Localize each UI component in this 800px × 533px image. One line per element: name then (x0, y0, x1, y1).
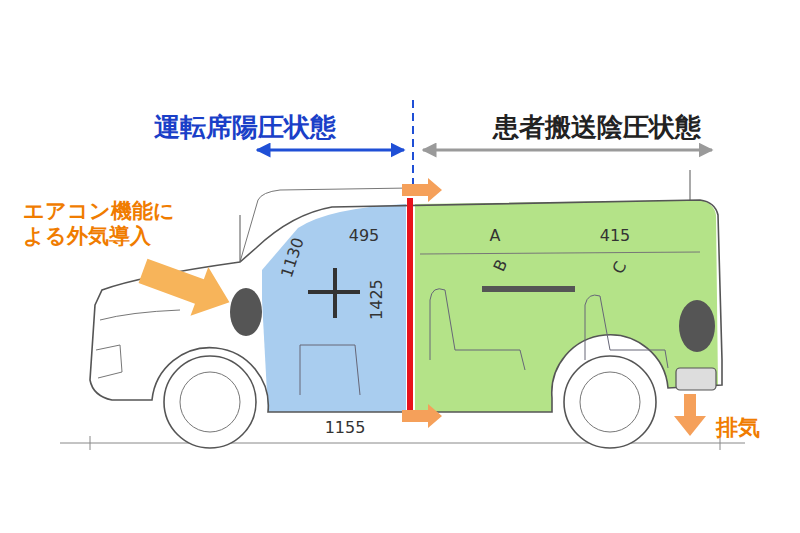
dimension-label: 1155 (325, 418, 366, 437)
rear-wheel (564, 356, 656, 448)
front-rim (180, 372, 240, 432)
leader-line (240, 215, 241, 262)
label-holder: A (490, 226, 501, 245)
dimension-label: A (490, 226, 501, 245)
label-holder: エアコン機能による外気導入 (23, 199, 176, 249)
exhaust-arrow (674, 394, 706, 436)
roof-line (240, 188, 410, 262)
range-arrow (257, 149, 404, 152)
flow-arrow (402, 178, 442, 202)
label-holder: 排気 (716, 415, 760, 441)
positive-pressure-zone (262, 204, 406, 412)
intake-arrow (134, 246, 238, 326)
heading-label: 排気 (716, 415, 760, 441)
centre-mark (333, 268, 337, 318)
heading-label: 患者搬送陰圧状態 (493, 112, 701, 143)
dimension-label: 415 (600, 226, 631, 245)
leader-line (690, 170, 691, 200)
front-wheel (164, 356, 256, 448)
label-holder: 1155 (325, 418, 366, 437)
third-row-seat (585, 295, 668, 368)
ground-line (60, 443, 745, 444)
exhaust-outlet (676, 368, 716, 390)
rear-rim (580, 372, 640, 432)
label-holder: 運転席陽圧状態 (154, 112, 336, 143)
belt-line (420, 252, 700, 254)
label-holder: 415 (600, 226, 631, 245)
divider-line (412, 100, 414, 196)
dimension-label: 495 (349, 226, 380, 245)
label-holder: B (489, 257, 511, 275)
flow-arrow (402, 404, 442, 428)
dimension-label: 1130 (277, 236, 308, 281)
label-holder: 495 (349, 226, 380, 245)
heading-label: エアコン機能による外気導入 (23, 199, 176, 249)
driver-seat (300, 345, 360, 395)
range-arrow (423, 149, 712, 152)
label-holder: 1425 (366, 280, 385, 321)
centre-mark (482, 286, 575, 292)
exhaust-fan (679, 300, 715, 352)
air-intake (230, 288, 262, 336)
dimension-tick (90, 436, 91, 450)
dimension-label: C (609, 259, 631, 277)
heading-label: 運転席陽圧状態 (154, 112, 336, 143)
second-row-seat (430, 289, 525, 370)
label-holder: 1130 (277, 236, 308, 281)
dimension-label: B (489, 257, 511, 275)
dimension-label: 1425 (366, 280, 385, 321)
label-holder: C (609, 259, 631, 277)
label-holder: 患者搬送陰圧状態 (493, 112, 701, 143)
grille-line (96, 345, 122, 378)
partition-wall (407, 198, 413, 414)
bumper-line (100, 310, 180, 320)
negative-pressure-zone (415, 200, 718, 412)
